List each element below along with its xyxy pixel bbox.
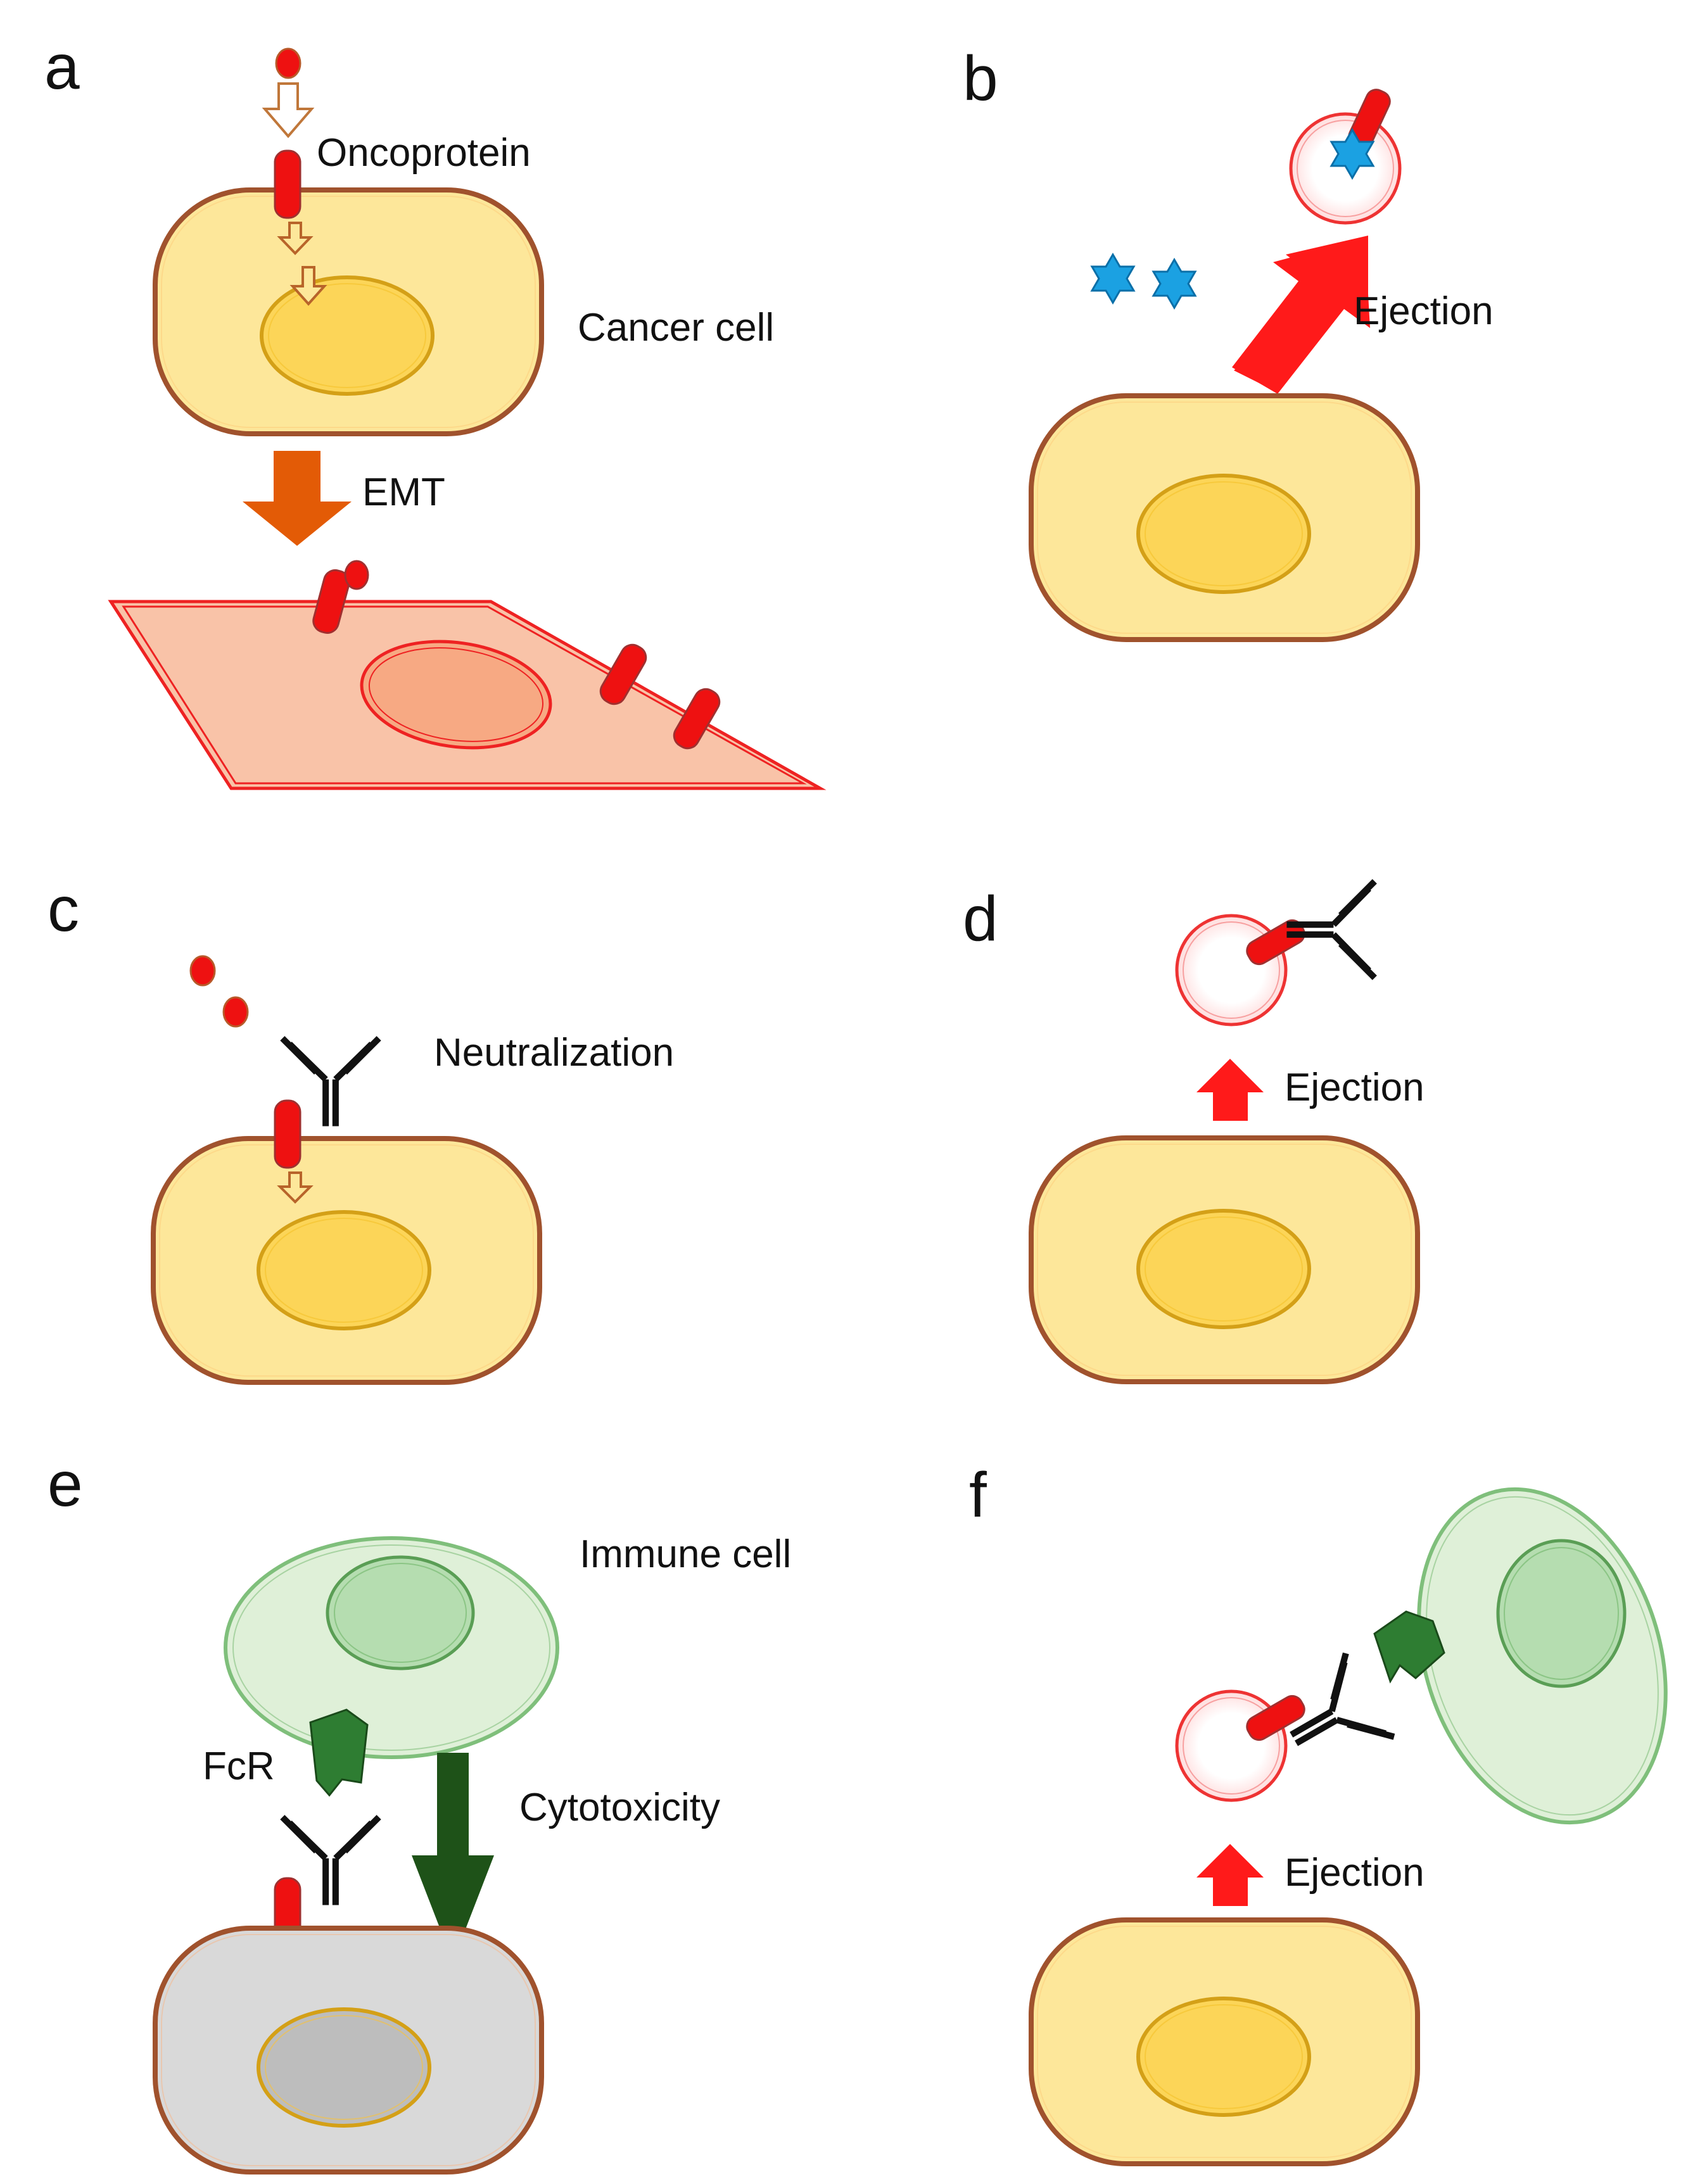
panel-c: c Neutralization: [48, 874, 674, 1385]
star-on-exosome: [1329, 128, 1375, 180]
nucleus-f: [1136, 1997, 1311, 2117]
ejection-label-d: Ejection: [1285, 1066, 1425, 1109]
panel-letter-d: d: [963, 883, 998, 954]
immune-cell-label: Immune cell: [580, 1532, 791, 1576]
free-star-1: [1090, 253, 1136, 305]
panel-letter-e: e: [48, 1449, 83, 1520]
hollow-down-arrow-1: [262, 82, 315, 139]
exosome-oncoprotein-f: [1246, 1695, 1305, 1741]
immune-nucleus-e: [326, 1555, 475, 1670]
free-oncoprotein-dot: [275, 47, 301, 79]
membrane-oncoprotein-c: [274, 1099, 301, 1169]
dying-nucleus-e: [257, 2007, 431, 2128]
immune-nucleus-f: [1496, 1539, 1627, 1688]
cytotoxicity-arrow: [412, 1753, 494, 1962]
free-oncoprotein-dot-c1: [189, 955, 216, 987]
ejection-arrow-d: [1196, 1059, 1264, 1121]
emt-label: EMT: [362, 470, 445, 514]
neutralization-label: Neutralization: [434, 1031, 674, 1075]
panel-letter-c: c: [48, 874, 79, 945]
emt-oncoprotein-2: [599, 643, 647, 705]
fc-receptor: [309, 1708, 369, 1797]
panel-d: d Ejection: [963, 881, 1425, 1384]
panel-letter-f: f: [969, 1460, 987, 1531]
emt-oncoprotein-3: [673, 688, 721, 750]
panel-f: f Ejection: [969, 1460, 1668, 2166]
emt-oncoprotein-1: [312, 560, 369, 634]
panel-a: a Oncoprotein Cancer cell EMT: [44, 32, 827, 790]
panel-letter-a: a: [44, 32, 80, 103]
nucleus-a: [260, 275, 435, 396]
free-oncoprotein-dot-c2: [222, 996, 249, 1028]
membrane-oncoprotein-a: [274, 149, 301, 219]
fc-receptor-f: [1373, 1610, 1445, 1684]
oncoprotein-label: Oncoprotein: [317, 131, 531, 175]
fcr-label: FcR: [203, 1745, 275, 1788]
exosome-b: [1289, 112, 1402, 225]
cancer-cell-label: Cancer cell: [578, 306, 774, 350]
ejection-arrow-b: [1232, 236, 1370, 394]
panel-e: e Immune cell FcR Cytotoxicity: [48, 1449, 791, 2175]
nucleus-c: [257, 1210, 431, 1330]
panel-b: b Ejection: [963, 43, 1494, 642]
ejection-label-b: Ejection: [1354, 289, 1494, 333]
ejection-label-f: Ejection: [1285, 1851, 1425, 1895]
mesenchymal-nucleus: [360, 640, 552, 750]
nucleus-d: [1136, 1209, 1311, 1329]
emt-arrow: [243, 451, 352, 546]
hollow-signal-arrow-1: [277, 222, 314, 255]
nucleus-b: [1136, 474, 1311, 594]
cytotoxicity-label: Cytotoxicity: [519, 1786, 720, 1829]
ejection-arrow-f: [1196, 1844, 1264, 1906]
hollow-signal-arrow-2: [289, 266, 327, 306]
free-star-2: [1152, 258, 1197, 310]
panel-letter-b: b: [963, 43, 998, 114]
hollow-signal-arrow-c: [277, 1171, 314, 1204]
